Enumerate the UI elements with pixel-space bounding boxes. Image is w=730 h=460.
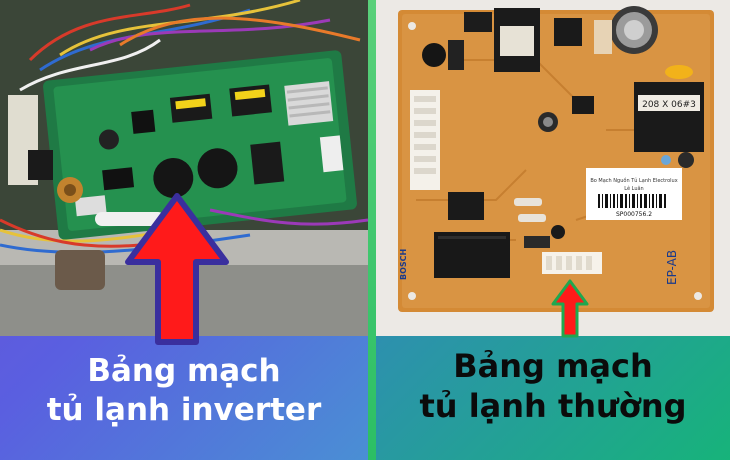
standard-caption-line2: tủ lạnh thường: [419, 387, 687, 425]
standard-board-photo: 208 X 06#3 Bo Mạch Nguồn Tủ Lạnh Electro…: [376, 0, 730, 336]
inverter-caption: Bảng mạch tủ lạnh inverter: [0, 352, 368, 430]
board-model-label: EP-AB: [665, 250, 679, 285]
barcode-icon: [598, 194, 666, 208]
inverter-panel: Bảng mạch tủ lạnh inverter: [0, 0, 368, 460]
transformer-label: 208 X 06#3: [642, 100, 696, 110]
standard-caption-line1: Bảng mạch: [453, 347, 653, 385]
standard-panel: 208 X 06#3 Bo Mạch Nguồn Tủ Lạnh Electro…: [376, 0, 730, 460]
sticker-title: Bo Mạch Nguồn Tủ Lạnh Electrolux: [590, 176, 677, 184]
standard-caption: Bảng mạch tủ lạnh thường: [376, 346, 730, 426]
sticker-subtitle: Lê Luân: [624, 185, 643, 192]
inverter-arrow-icon: [125, 193, 229, 345]
standard-board-illustration: 208 X 06#3 Bo Mạch Nguồn Tủ Lạnh Electro…: [376, 0, 730, 336]
brand-label: BOSCH: [399, 249, 408, 280]
inverter-caption-line2: tủ lạnh inverter: [46, 391, 322, 428]
panel-divider: [368, 0, 376, 460]
inverter-caption-line1: Bảng mạch: [87, 353, 281, 389]
standard-arrow-icon: [551, 279, 589, 338]
sticker-code: SP000756.2: [616, 211, 652, 218]
